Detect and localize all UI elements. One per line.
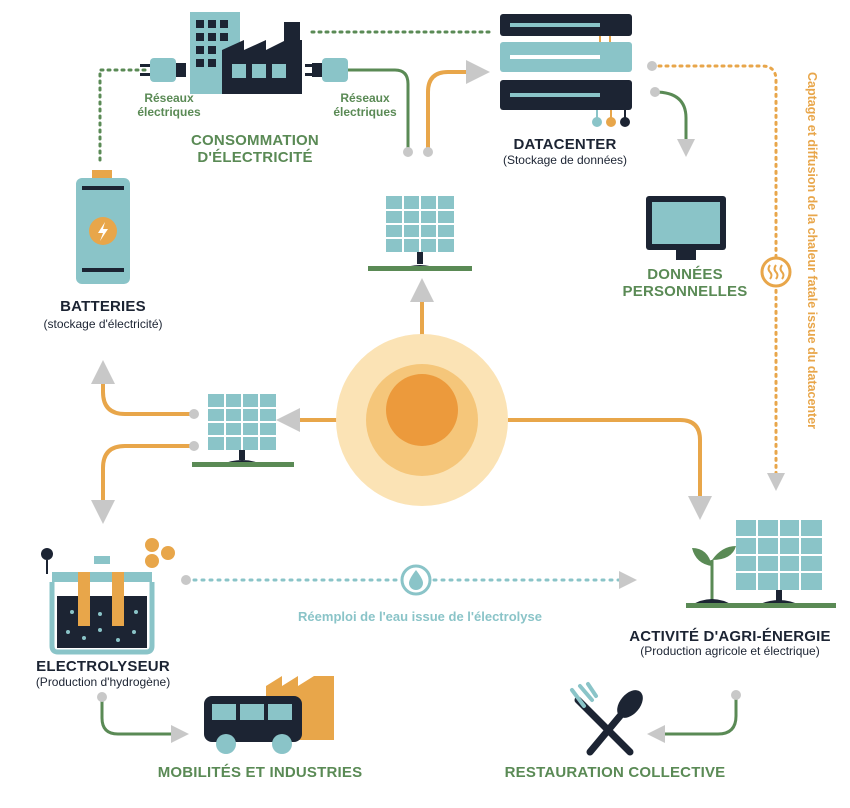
water-reuse-label: Réemploi de l'eau issue de l'électrolyse (298, 609, 542, 624)
consumption-title: CONSOMMATION D'ÉLECTRICITÉ (191, 132, 319, 167)
heat-recovery-label: Captage et diffusion de la chaleur fatal… (805, 72, 819, 430)
monitor-icon (646, 196, 726, 260)
sun-to-agri-line (508, 418, 712, 520)
heat-icon (760, 256, 792, 288)
heat-recovery-line (650, 64, 785, 491)
electrolyser-to-mobility-line (100, 697, 189, 743)
panel-to-electrolyser-line (91, 444, 194, 524)
panel-to-battery-line (91, 360, 194, 416)
sun-icon (336, 334, 508, 506)
water-drop-icon (400, 564, 432, 596)
datacenter-subtitle: (Stockage de données) (502, 153, 628, 167)
agri-energy-title: ACTIVITÉ D'AGRI-ÉNERGIE (629, 628, 831, 645)
grid-to-battery-line (98, 68, 152, 162)
bus-icon (204, 676, 334, 754)
plant-icon (690, 546, 736, 606)
collective-catering-title: RESTAURATION COLLECTIVE (504, 764, 726, 781)
mobility-industry-title: MOBILITÉS ET INDUSTRIES (157, 764, 363, 781)
electrolyser-subtitle: (Production d'hydrogène) (35, 675, 171, 689)
right-plug-line (348, 68, 410, 150)
solar-panel-icon (192, 394, 294, 467)
datacenter-to-data-line (654, 90, 695, 157)
batteries-title: BATTERIES (60, 298, 146, 315)
server-rack-icon (500, 14, 632, 127)
plug-icon (305, 58, 348, 82)
battery-icon (76, 170, 130, 284)
personal-data-title: DONNÉES PERSONNELLES (622, 266, 748, 301)
plug-icon (140, 58, 186, 82)
solar-panel-icon (736, 520, 822, 606)
agri-to-restauration-line (647, 695, 738, 743)
grid-label-right: Réseaux électriques (333, 91, 397, 119)
grid-label-left: Réseaux électriques (137, 91, 201, 119)
agri-energy-subtitle: (Production agricole et électrique) (640, 644, 820, 658)
solar-panel-icon (368, 196, 472, 271)
fork-spoon-icon (570, 682, 643, 756)
datacenter-title: DATACENTER (513, 136, 617, 153)
factory-icon (190, 12, 302, 94)
batteries-subtitle: (stockage d'électricité) (43, 317, 163, 331)
electrolyser-title: ELECTROLYSEUR (36, 658, 170, 675)
electrolyser-icon (41, 538, 175, 655)
power-to-datacenter-line (426, 60, 490, 152)
